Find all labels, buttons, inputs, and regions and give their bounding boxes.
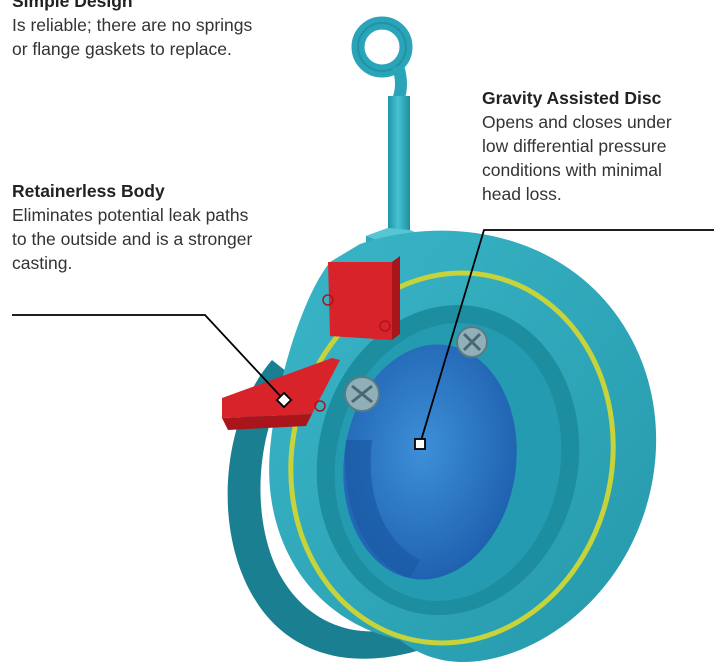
hinge-screw-icon xyxy=(457,327,487,357)
lifting-eye xyxy=(358,23,406,100)
eye-bolt-stem xyxy=(388,96,410,242)
hinge-screw-icon xyxy=(345,377,379,411)
